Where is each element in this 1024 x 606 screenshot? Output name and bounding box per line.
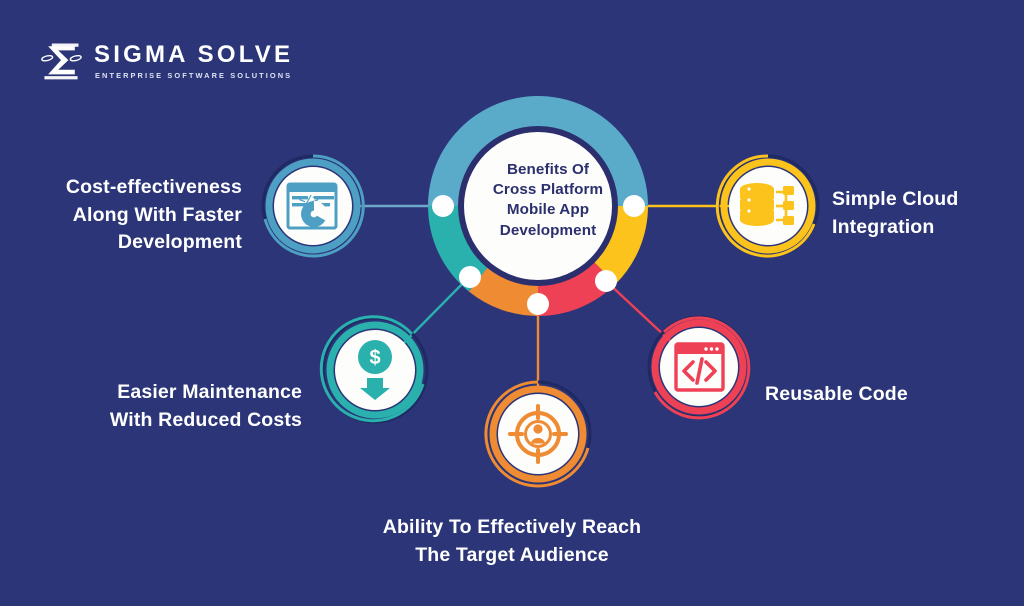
benefit-node-easier-maintenance[interactable]: $ [319,315,429,424]
benefit-label-easier-maintenance: Easier Maintenance With Reduced Costs [0,379,302,434]
benefit-label-reusable-code: Reusable Code [765,381,1024,409]
badge-thin-arc-easier-maintenance [319,315,425,423]
benefit-node-cost-effectiveness[interactable]: </> [261,154,365,258]
benefit-label-line: Ability To Effectively Reach [382,516,642,538]
hub-title: Benefits Of Cross Platform Mobile App De… [470,160,626,241]
badge-ring-target-audience [489,385,587,483]
connector-reusable-code [606,281,681,351]
badge-ring-cost-effectiveness [265,158,361,254]
hub-inner-disc [464,132,612,280]
benefit-label-target-audience: Ability To Effectively Reach The Target … [337,514,687,569]
hub-title-line-1: Benefits Of [506,161,590,178]
badge-thin-arc-cost-effectiveness [263,154,365,258]
badge-thin-arc-simple-cloud-integration [715,154,816,258]
hub-segment-top [428,96,648,206]
hub-dot-lower-left [459,266,481,288]
brand-logo: SIGMA SOLVE ENTERPRISE SOFTWARE SOLUTION… [38,38,293,84]
target-person-icon [508,404,568,464]
benefit-node-reusable-code[interactable] [647,315,751,420]
brand-tagline: ENTERPRISE SOFTWARE SOLUTIONS [94,71,293,81]
hub-dot-bottom [527,293,549,315]
hub-segment-bottom [469,266,538,316]
badge-thin-arc-reusable-code [653,316,751,420]
benefit-label-line: Reusable Code [765,383,908,405]
benefit-node-target-audience[interactable] [484,380,592,488]
benefit-label-line: Simple Cloud [832,188,959,210]
badge-ring-easier-maintenance [326,321,424,419]
benefit-label-cost-effectiveness: Cost-effectiveness Along With Faster Dev… [0,174,242,257]
hub-dot-left [432,195,454,217]
hub-dot-lower-right [595,270,617,292]
benefit-label-line: Cost-effectiveness [65,176,242,198]
benefit-label-line: With Reduced Costs [109,408,302,431]
badge-fill-target-audience [498,394,578,474]
code-window-icon [674,342,725,392]
benefit-label-line: The Target Audience [415,543,609,566]
hub-segment-right [593,205,649,284]
benefit-label-line: Development [117,231,242,254]
database-network-icon [740,183,794,226]
hub-title-line-4: Development [499,221,597,239]
dollar-coin-down-arrow-icon: $ [358,340,392,400]
svg-text:$: $ [369,347,380,369]
brand-logo-text: SIGMA SOLVE ENTERPRISE SOFTWARE SOLUTION… [94,42,293,80]
badge-ring-simple-cloud-integration [720,158,816,254]
hub-ring [428,96,649,317]
benefit-label-line: Easier Maintenance [117,381,302,403]
sigma-logo-icon [41,43,82,80]
benefit-label-simple-cloud-integration: Simple Cloud Integration [832,186,1024,241]
hub-segment-bottom-right [538,261,616,317]
connector-easier-maintenance [391,276,470,356]
benefit-label-line: Integration [832,215,935,238]
badge-thin-arc-target-audience [484,380,590,488]
hub-title-line-2: Cross Platform [492,181,604,199]
brand-name: SIGMA SOLVE [94,40,294,68]
code-window-pie-chart-icon: </> [286,182,338,230]
badge-ring-reusable-code [651,319,747,415]
benefit-node-simple-cloud-integration[interactable] [715,154,820,258]
benefit-label-line: Along With Faster [72,203,242,226]
hub-title-line-3: Mobile App [506,201,590,219]
hub-dot-right [623,195,645,217]
